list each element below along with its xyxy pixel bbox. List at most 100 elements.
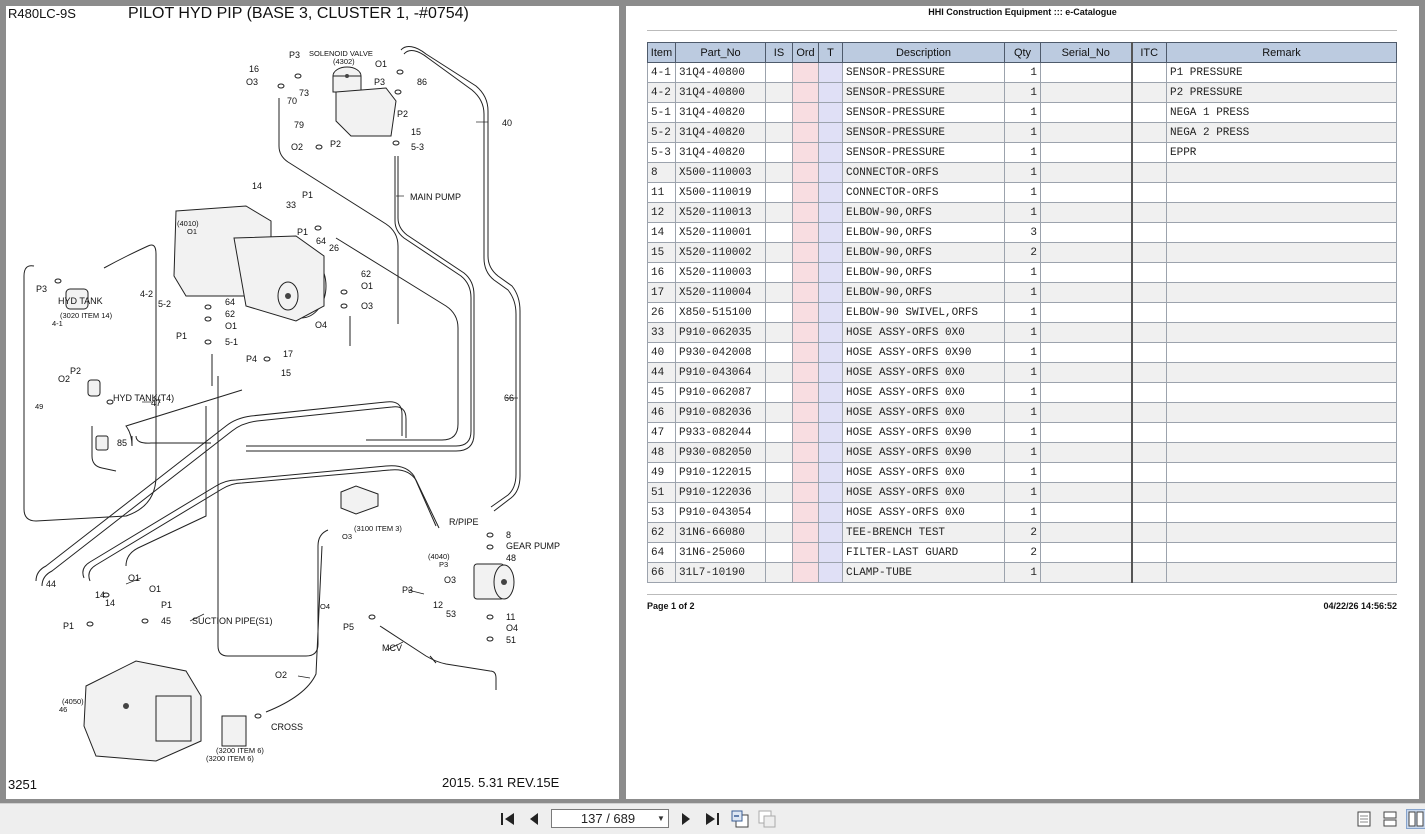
table-cell-remark	[1166, 422, 1397, 443]
continuous-view-icon[interactable]	[1380, 809, 1400, 829]
table-cell-part: 31Q4-40800	[675, 82, 766, 103]
previous-view-icon[interactable]	[730, 809, 750, 829]
diagram-callout: GEAR PUMP	[506, 541, 560, 551]
column-header[interactable]: ITC	[1130, 42, 1167, 63]
table-cell-ord	[792, 82, 819, 103]
table-cell-desc: HOSE ASSY-ORFS 0X0	[842, 362, 1005, 383]
table-cell-remark	[1166, 182, 1397, 203]
first-page-icon[interactable]	[498, 809, 518, 829]
diagram-callout: 45	[161, 616, 171, 626]
chevron-down-icon[interactable]: ▼	[657, 814, 665, 823]
page-number-input[interactable]: 137 / 689 ▼	[551, 809, 669, 828]
table-cell-qty: 1	[1004, 262, 1041, 283]
diagram-callout: SUCTION PIPE(S1)	[192, 616, 273, 626]
diagram-callout: O2	[58, 374, 70, 384]
table-cell-qty: 1	[1004, 382, 1041, 403]
table-cell-part: 31Q4-40800	[675, 62, 766, 83]
diagram-callout: P4	[246, 354, 257, 364]
table-cell-desc: SENSOR-PRESSURE	[842, 62, 1005, 83]
table-cell-is	[765, 242, 793, 263]
single-page-view-icon[interactable]	[1354, 809, 1374, 829]
table-cell-desc: ELBOW-90,ORFS	[842, 282, 1005, 303]
table-cell-remark: NEGA 1 PRESS	[1166, 102, 1397, 123]
table-cell-part: X520-110003	[675, 262, 766, 283]
table-cell-serial	[1040, 502, 1132, 523]
diagram-callout: HYD TANK	[58, 296, 103, 306]
column-header[interactable]: Description	[842, 42, 1005, 63]
table-cell-item: 12	[647, 202, 676, 223]
revision-label: 2015. 5.31 REV.15E	[442, 775, 560, 790]
diagram-callout: O1	[225, 321, 237, 331]
table-cell-is	[765, 462, 793, 483]
table-cell-t	[818, 262, 843, 283]
diagram-callout: (3100 ITEM 3)	[354, 524, 402, 533]
table-cell-serial	[1040, 322, 1132, 343]
table-cell-itc	[1130, 502, 1167, 523]
column-header[interactable]: Remark	[1166, 42, 1397, 63]
last-page-icon[interactable]	[702, 809, 722, 829]
table-cell-remark	[1166, 462, 1397, 483]
table-cell-remark	[1166, 162, 1397, 183]
diagram-callout: 4-2	[140, 289, 153, 299]
diagram-callout: 14	[252, 181, 262, 191]
previous-page-icon[interactable]	[524, 809, 544, 829]
table-cell-remark	[1166, 242, 1397, 263]
table-cell-remark	[1166, 502, 1397, 523]
next-page-icon[interactable]	[676, 809, 696, 829]
diagram-callout: MAIN PUMP	[410, 192, 461, 202]
viewer-toolbar: 137 / 689 ▼	[0, 803, 1425, 834]
diagram-callout: 51	[506, 635, 516, 645]
column-header[interactable]: Part_No	[675, 42, 766, 63]
table-cell-qty: 1	[1004, 422, 1041, 443]
diagram-callout: 62	[225, 309, 235, 319]
column-header[interactable]: Item	[647, 42, 676, 63]
table-cell-remark: P1 PRESSURE	[1166, 62, 1397, 83]
diagram-page: P3 16 O3 SOLENOID VALVE (4302) O1 86 73 …	[6, 6, 619, 799]
table-cell-serial	[1040, 522, 1132, 543]
column-header[interactable]: Serial_No	[1040, 42, 1132, 63]
table-cell-is	[765, 262, 793, 283]
column-header[interactable]: T	[818, 42, 843, 63]
table-cell-is	[765, 282, 793, 303]
table-cell-is	[765, 102, 793, 123]
table-cell-t	[818, 462, 843, 483]
table-cell-qty: 1	[1004, 102, 1041, 123]
column-header[interactable]: Qty	[1004, 42, 1041, 63]
diagram-callout: 33	[286, 200, 296, 210]
column-header[interactable]: IS	[765, 42, 793, 63]
column-header[interactable]: Ord	[792, 42, 819, 63]
diagram-callout: 15	[411, 127, 421, 137]
table-cell-is	[765, 302, 793, 323]
table-cell-qty: 3	[1004, 222, 1041, 243]
table-cell-ord	[792, 322, 819, 343]
diagram-callout: 12	[433, 600, 443, 610]
two-page-view-icon[interactable]	[1406, 809, 1425, 829]
next-view-icon[interactable]	[757, 809, 777, 829]
